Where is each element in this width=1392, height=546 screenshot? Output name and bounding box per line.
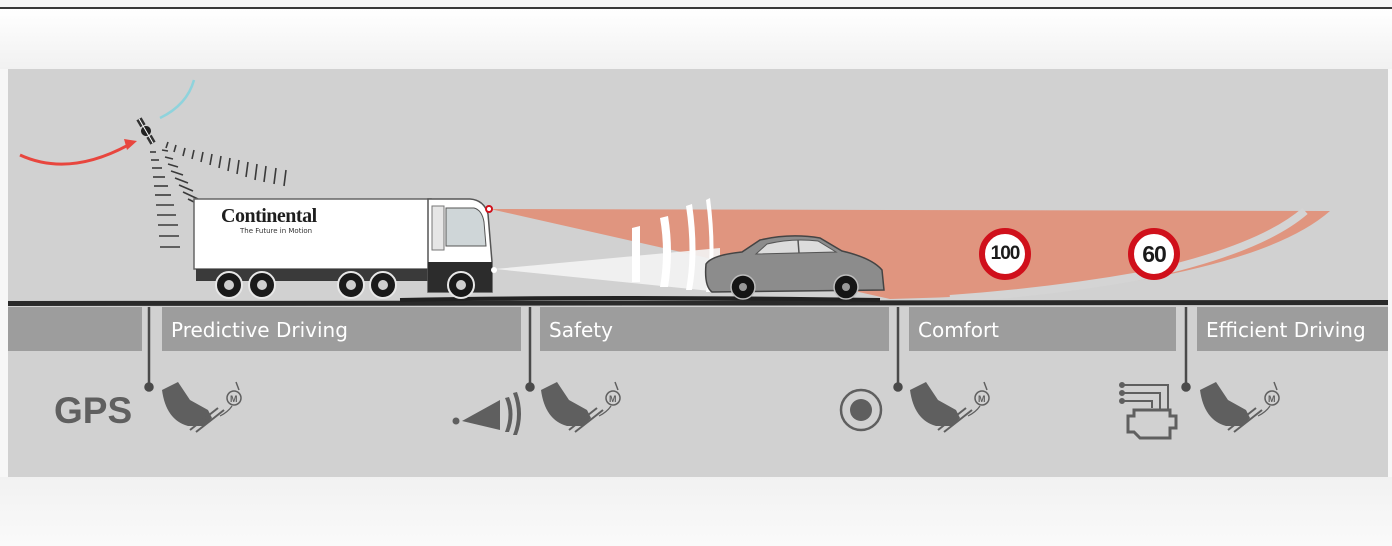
speed-sign-60-value: 60: [1142, 241, 1166, 268]
pedal-motor-icon: M: [162, 382, 241, 432]
pedal-motor-icon: M: [910, 382, 989, 432]
bar-left-stub: [8, 307, 142, 351]
section-label-comfort: Comfort: [918, 318, 999, 342]
section-label-safety: Safety: [549, 318, 613, 342]
speed-sign-60: 60: [1128, 228, 1180, 280]
truck-brand-logo: Continental: [221, 205, 317, 228]
section-bar-safety: Safety: [540, 307, 889, 351]
gps-label: GPS: [54, 390, 132, 432]
orbit-arrow: [124, 139, 137, 150]
truck-tagline: The Future in Motion: [240, 227, 312, 235]
svg-text:M: M: [609, 394, 617, 404]
pedal-motor-icon: M: [1200, 382, 1279, 432]
svg-text:M: M: [230, 394, 238, 404]
button-icon: [841, 390, 881, 430]
pedal-motor-icon: M: [541, 382, 620, 432]
orbit-arc-cyan: [160, 80, 194, 118]
section-bar-predictive: Predictive Driving: [162, 307, 521, 351]
speed-sign-100: 100: [979, 228, 1031, 280]
section-label-predictive: Predictive Driving: [171, 318, 348, 342]
radar-beam: [490, 209, 1330, 299]
speed-sign-100-value: 100: [991, 243, 1020, 265]
satellite-icon: [135, 116, 158, 145]
svg-text:M: M: [978, 394, 986, 404]
sensor-signal-icon: [453, 392, 522, 435]
orbit-arc-red: [20, 143, 132, 164]
section-bar-efficient: Efficient Driving: [1197, 307, 1388, 351]
section-bar-comfort: Comfort: [909, 307, 1176, 351]
svg-text:M: M: [1268, 394, 1276, 404]
camera-beam: [495, 248, 720, 292]
road-line: [8, 300, 1388, 306]
section-label-efficient: Efficient Driving: [1206, 318, 1366, 342]
engine-icon: [1120, 383, 1176, 438]
